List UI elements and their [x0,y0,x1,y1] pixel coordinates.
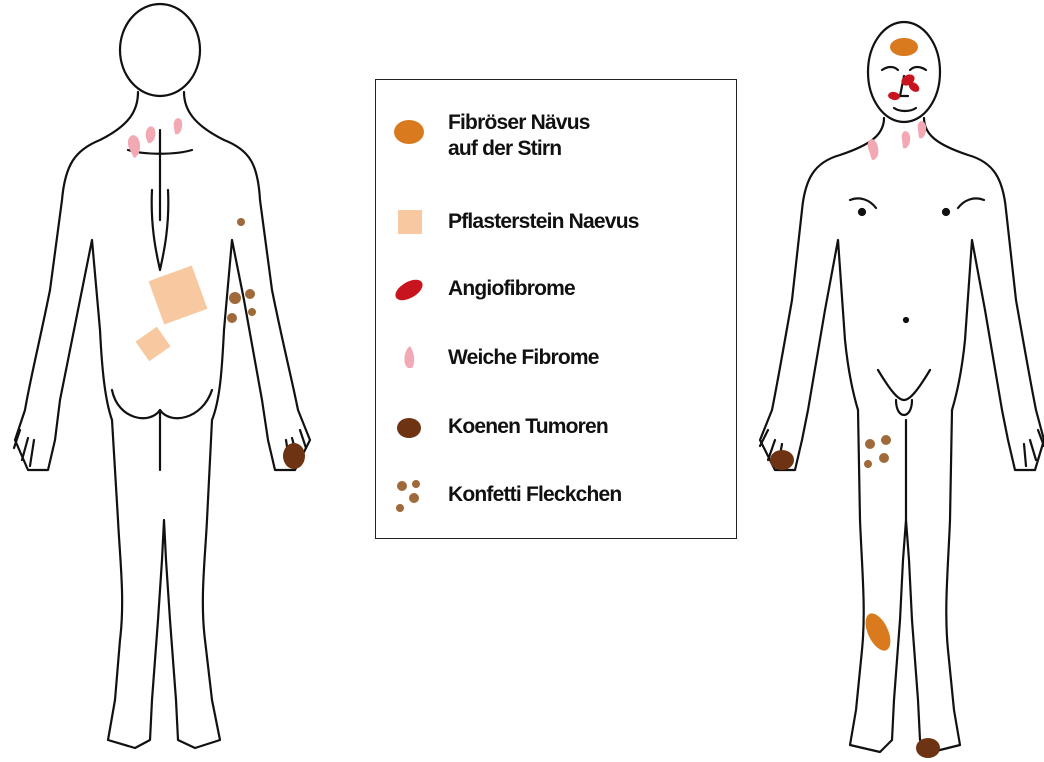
confetti-back-2 [229,292,241,304]
front-view-figure [760,22,1044,752]
legend-item-cobblestone-nevus: Pflasterstein Naevus [376,204,736,264]
soft-fibroma-front-1 [868,139,879,160]
legend-label-confetti-spots: Konfetti Fleckchen [448,482,621,508]
legend-item-angiofibroma: Angiofibrome [376,270,736,330]
koenen-tumor-back [283,443,305,469]
confetti-back-3 [245,289,255,299]
front-head [868,22,940,122]
fibrous-nevus-forehead [890,38,918,56]
confetti-front-4 [864,460,872,468]
beige-square-icon [384,204,434,254]
legend-label-fibrous-nevus: Fibröser Nävus auf der Stirn [448,110,590,162]
cobblestone-nevus-back-1 [149,266,208,325]
fibrous-nevus-leg [860,610,895,655]
pink-teardrop-icon [384,338,434,388]
koenen-tumor-front-foot [916,738,940,758]
legend-item-soft-fibroma: Weiche Fibrome [376,338,736,398]
soft-fibroma-back-3 [174,118,182,134]
legend-item-fibrous-nevus: Fibröser Nävus auf der Stirn [376,108,736,168]
legend-item-confetti-spots: Konfetti Fleckchen [376,474,736,534]
cobblestone-nevus-back-2 [135,327,170,362]
confetti-front-2 [881,435,891,445]
back-head [120,4,200,96]
legend-label-soft-fibroma: Weiche Fibrome [448,345,599,371]
koenen-tumor-front-hand [770,450,794,470]
legend-label-angiofibroma: Angiofibrome [448,276,575,302]
legend-label-cobblestone-nevus: Pflasterstein Naevus [448,209,639,235]
soft-fibroma-back-2 [146,126,156,143]
legend-item-koenen-tumor: Koenen Tumoren [376,408,736,468]
legend-label-koenen-tumor: Koenen Tumoren [448,414,608,440]
confetti-back-4 [227,313,237,323]
confetti-front-3 [879,453,889,463]
soft-fibroma-front-3 [918,121,926,138]
soft-fibroma-front-2 [902,131,910,148]
back-view-figure [14,4,310,748]
soft-fibroma-back-1 [128,135,140,158]
confetti-front-1 [865,439,875,449]
orange-circle-icon [384,108,434,158]
brown-blob-icon [384,408,434,458]
angiofibroma-front-3 [887,91,900,101]
legend: Fibröser Nävus auf der Stirn Pflasterste… [375,79,737,539]
confetti-back-5 [248,308,256,316]
back-torso-outline [15,92,310,748]
front-torso-outline [760,118,1044,752]
red-ellipse-icon [384,270,434,320]
confetti-back-1 [237,218,245,226]
confetti-dots-icon [384,474,434,524]
